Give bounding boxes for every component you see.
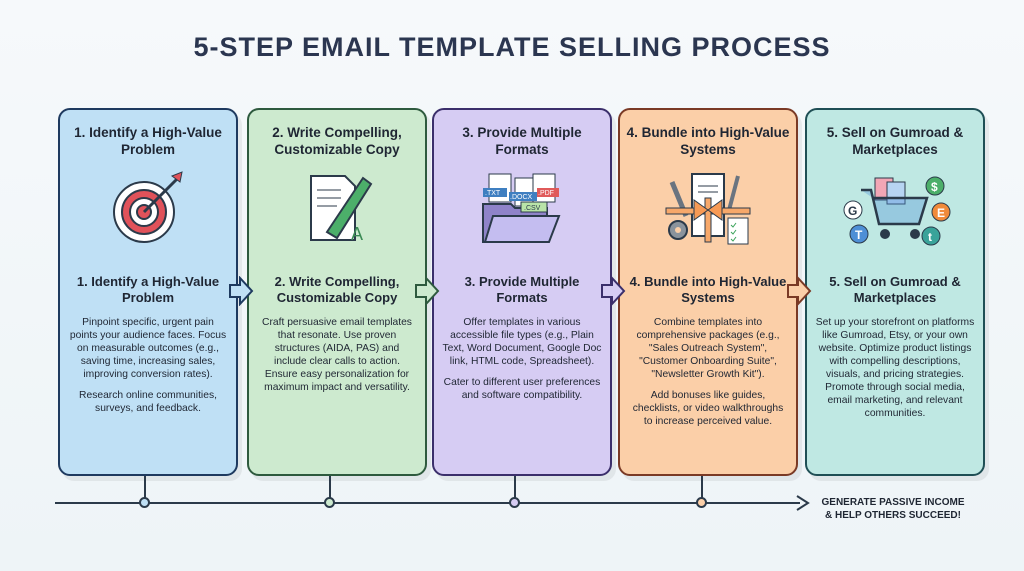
pen-document-icon: A (249, 158, 425, 258)
step-subheading: 2. Write Compelling, Customizable Copy (274, 274, 400, 305)
arrow-right-icon (229, 276, 254, 306)
description-paragraph: Add bonuses like guides, checklists, or … (632, 390, 784, 427)
step-heading: 1. Identify a High-Value Problem (74, 125, 222, 157)
badge-label: E (937, 206, 945, 220)
step-heading: 5. Sell on Gumroad & Marketplaces (826, 125, 964, 157)
file-label: .TXT (485, 190, 501, 197)
step-subheading: 5. Sell on Gumroad & Marketplaces (829, 274, 961, 305)
description-paragraph: Research online communities, surveys, an… (79, 390, 217, 414)
description-paragraph: Pinpoint specific, urgent pain points yo… (69, 317, 227, 380)
page-title: 5-STEP EMAIL TEMPLATE SELLING PROCESS (193, 32, 831, 62)
step-description: Combine templates into comprehensive pac… (620, 316, 796, 428)
timeline-dot (696, 497, 707, 508)
step-card-4: 4. Bundle into High-Value Systems 4. Bun… (618, 108, 798, 476)
target-icon (60, 158, 236, 258)
description-paragraph: Cater to different user preferences and … (443, 377, 601, 401)
step-subheading: 3. Provide Multiple Formats (464, 274, 580, 305)
timeline-dot (139, 497, 150, 508)
step-description: Set up your storefront on platforms like… (807, 316, 983, 420)
file-label: .CSV (524, 205, 541, 212)
goal-text: GENERATE PASSIVE INCOME & HELP OTHERS SU… (821, 497, 965, 521)
step-card-2: 2. Write Compelling, Customizable Copy A… (247, 108, 427, 476)
timeline-connector (144, 476, 146, 502)
gift-bundle-icon (620, 158, 796, 258)
step-description: Offer templates in various accessible fi… (434, 316, 610, 402)
step-subheading: 4. Bundle into High-Value Systems (629, 274, 787, 305)
folder-files-icon: .TXT .DOCX .PDF .CSV (434, 158, 610, 258)
description-paragraph: Offer templates in various accessible fi… (442, 317, 602, 367)
timeline-dot (509, 497, 520, 508)
badge-label: t (928, 230, 932, 244)
timeline-connector (701, 476, 703, 502)
step-heading: 4. Bundle into High-Value Systems (626, 125, 790, 157)
timeline-arrowhead-icon (796, 495, 810, 511)
arrow-right-icon (601, 276, 626, 306)
shopping-cart-icon: G T $ E t (807, 158, 983, 258)
step-heading: 2. Write Compelling, Customizable Copy (272, 125, 402, 157)
step-heading: 3. Provide Multiple Formats (462, 125, 582, 157)
badge-label: $ (931, 180, 938, 194)
description-paragraph: Set up your storefront on platforms like… (815, 317, 975, 419)
description-paragraph: Combine templates into comprehensive pac… (636, 317, 780, 380)
arrow-right-icon (787, 276, 812, 306)
step-card-5: 5. Sell on Gumroad & Marketplaces G T $ … (805, 108, 985, 476)
step-subheading: 1. Identify a High-Value Problem (76, 274, 220, 305)
badge-label: T (855, 228, 863, 242)
step-card-1: 1. Identify a High-Value Problem 1. Iden… (58, 108, 238, 476)
badge-label: G (848, 204, 857, 218)
step-description: Craft persuasive email templates that re… (249, 316, 425, 394)
step-description: Pinpoint specific, urgent pain points yo… (60, 316, 236, 415)
arrow-right-icon (415, 276, 440, 306)
timeline-line (55, 502, 800, 504)
timeline-dot (324, 497, 335, 508)
file-label: .PDF (538, 190, 554, 197)
timeline-connector (329, 476, 331, 502)
description-paragraph: Craft persuasive email templates that re… (262, 317, 412, 393)
timeline-connector (514, 476, 516, 502)
step-card-3: 3. Provide Multiple Formats .TXT .DOCX .… (432, 108, 612, 476)
svg-text:A: A (351, 224, 363, 244)
file-label: .DOCX (510, 194, 533, 201)
